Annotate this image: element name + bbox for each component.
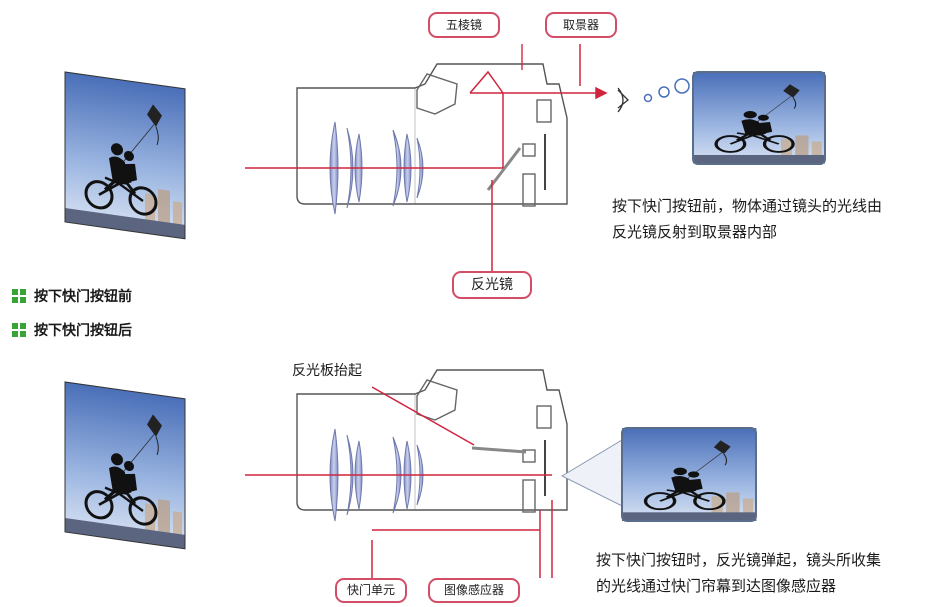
label-shutter-unit: 快门单元 <box>335 578 407 603</box>
viewfinder-image <box>691 70 827 166</box>
eye-icon <box>617 87 629 113</box>
thought-bubble-small <box>643 93 653 103</box>
label-reflex-mirror: 反光镜 <box>452 271 532 299</box>
legend-before: 按下快门按钮前 <box>12 286 132 306</box>
label-pentaprism: 五棱镜 <box>428 12 500 38</box>
sensor-image <box>620 426 759 523</box>
legend-before-label: 按下快门按钮前 <box>34 289 132 305</box>
caption-bottom-line1: 按下快门按钮时，反光镜弹起，镜头所收集 <box>596 551 882 569</box>
legend-after-label: 按下快门按钮后 <box>34 323 132 339</box>
caption-top-line1: 按下快门按钮前，物体通过镜头的光线由 <box>612 197 883 215</box>
caption-bottom-line2: 的光线通过快门帘幕到达图像感应器 <box>596 577 837 595</box>
label-mirror-raised: 反光板抬起 <box>292 363 362 379</box>
label-image-sensor: 图像感应器 <box>428 578 520 603</box>
subject-photo-top <box>63 70 187 241</box>
reflex-mirror-up <box>471 446 527 454</box>
caption-top-line2: 反光镜反射到取景器内部 <box>612 223 778 241</box>
sensor-callout-wedge <box>560 439 623 507</box>
label-viewfinder: 取景器 <box>545 12 617 38</box>
reflex-mirror-down <box>486 147 522 191</box>
thought-bubble-large <box>674 78 690 94</box>
subject-photo-bottom <box>63 380 187 551</box>
legend-green-icon <box>12 323 26 337</box>
legend-green-icon <box>12 289 26 303</box>
legend-after: 按下快门按钮后 <box>12 320 132 340</box>
thought-bubble-medium <box>658 86 670 98</box>
light-path-bottom <box>245 386 553 578</box>
light-path-top <box>245 44 608 275</box>
